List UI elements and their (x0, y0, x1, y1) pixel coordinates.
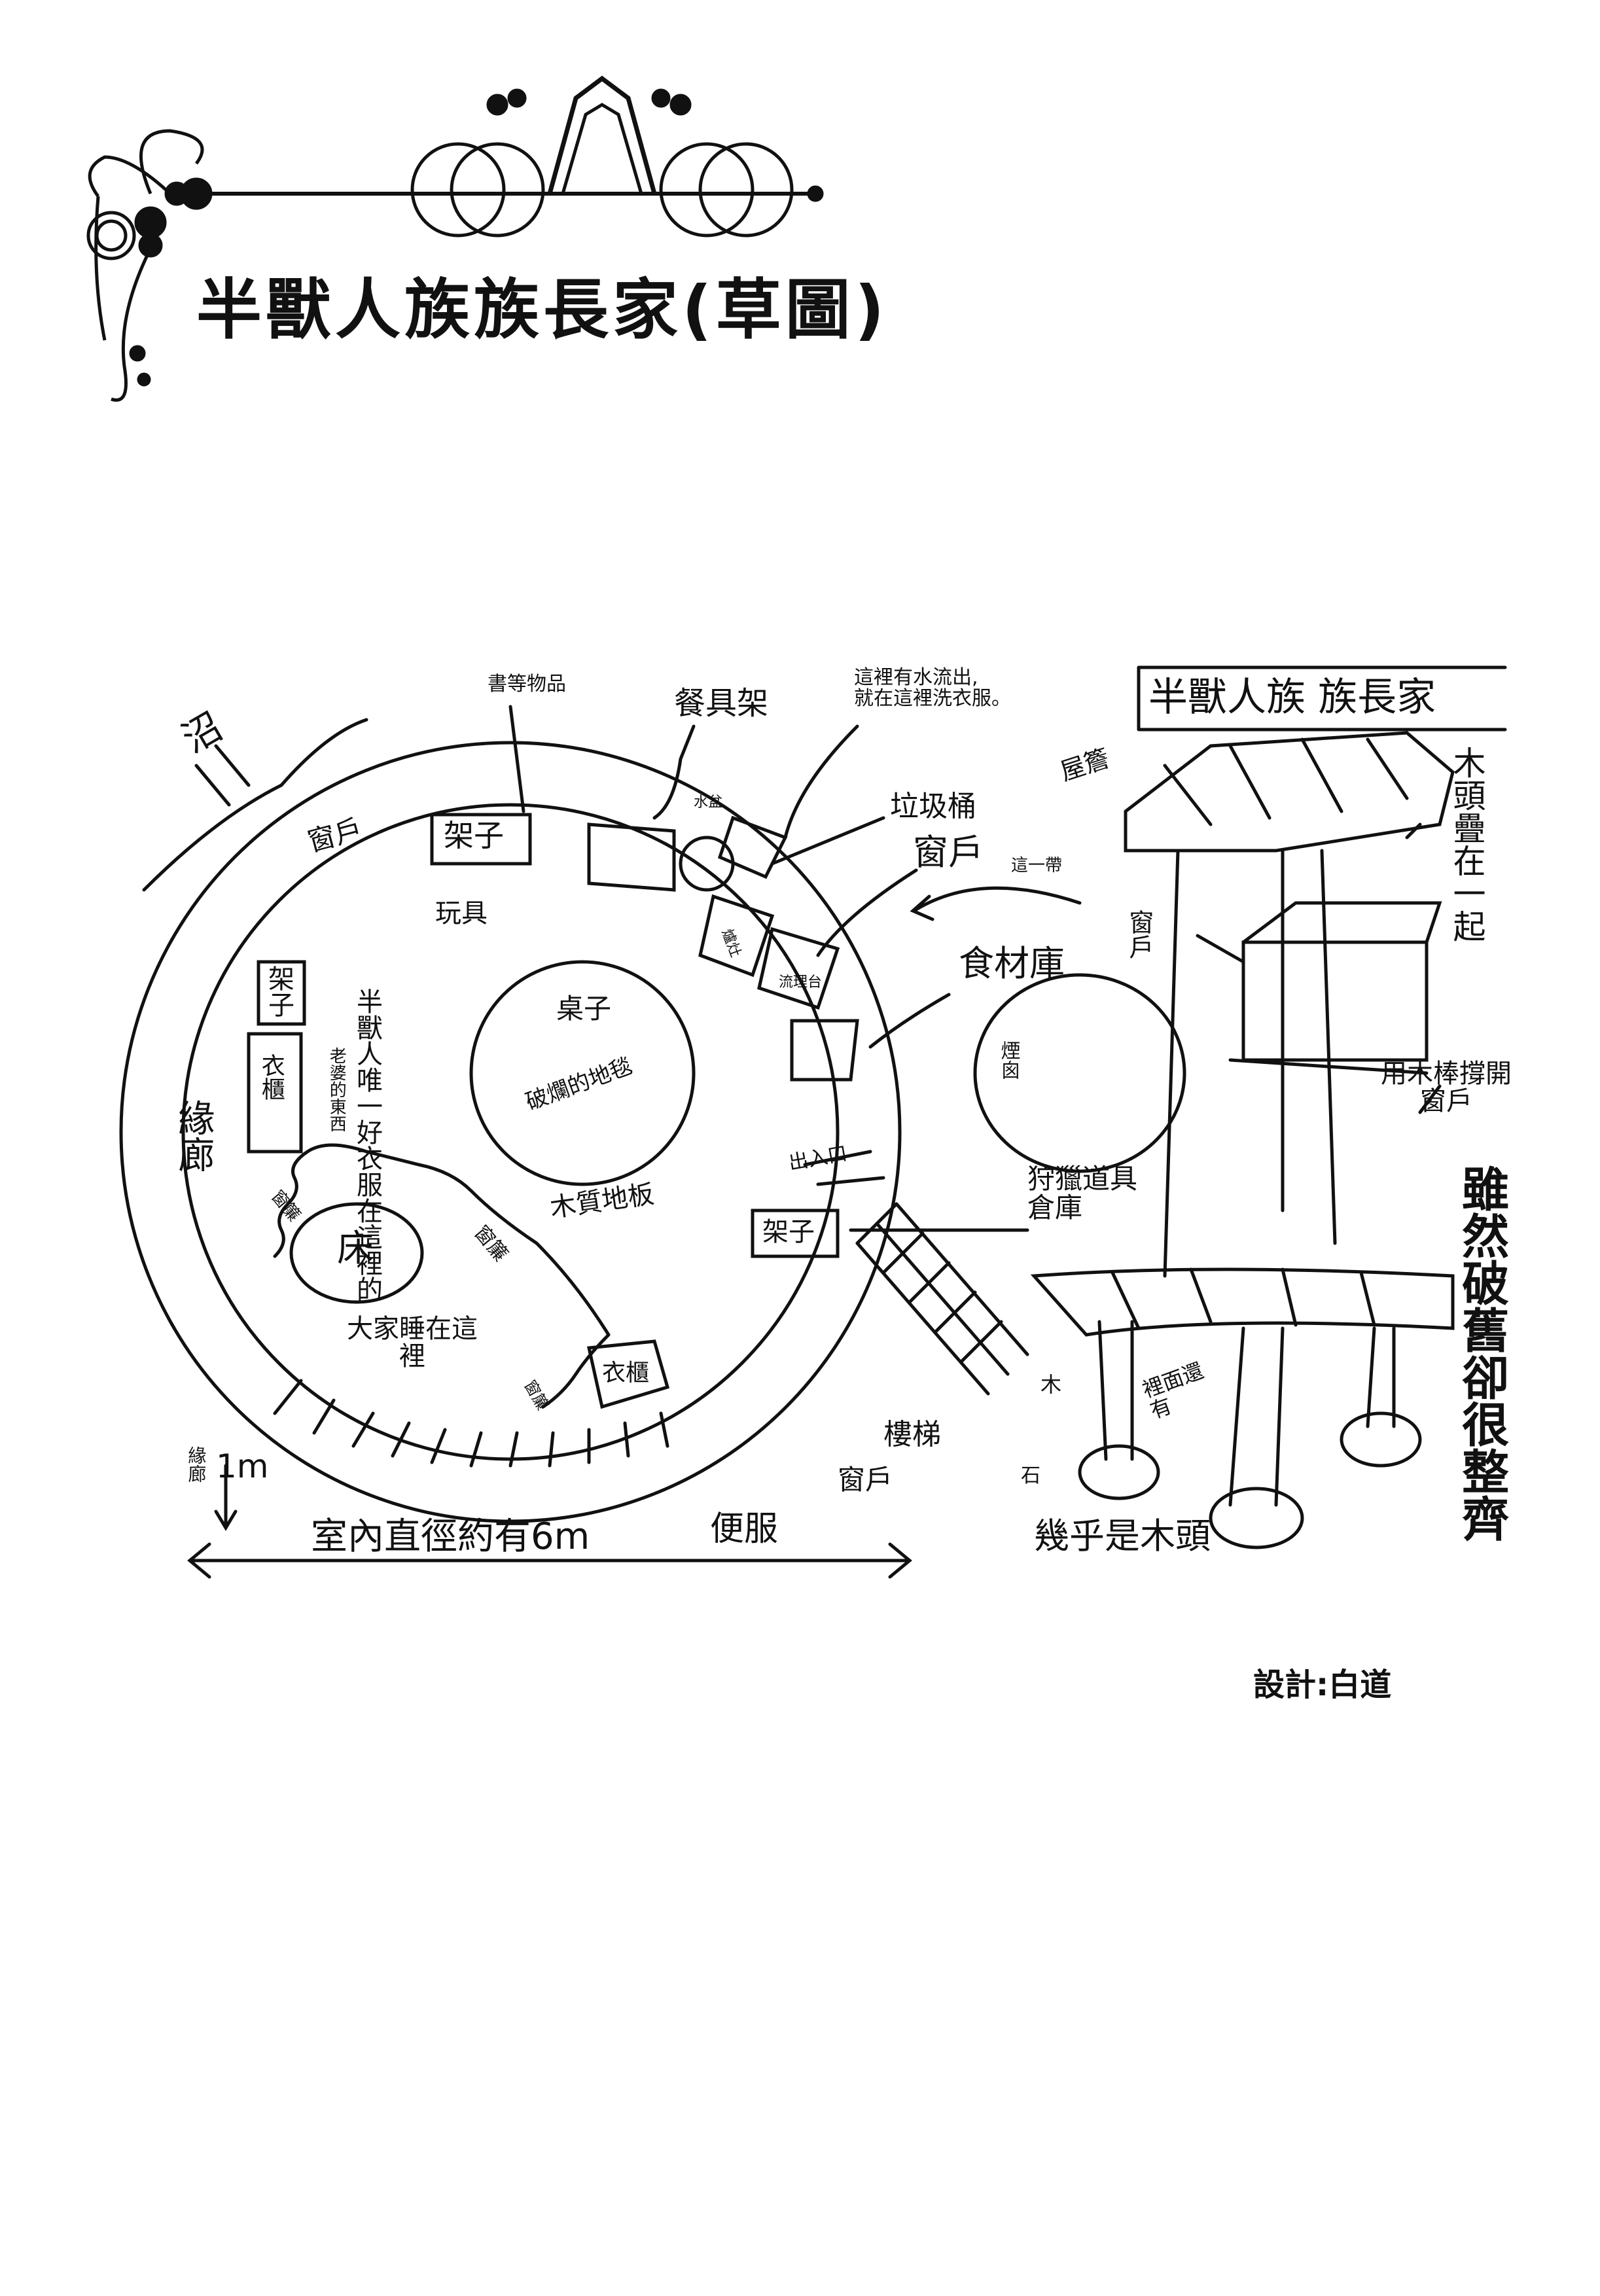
trash-can-label: 垃圾桶 (890, 790, 976, 823)
prop-window-label: 用木棒撐開窗戶 (1381, 1059, 1512, 1116)
elevation-sketch (1030, 665, 1507, 1549)
clothes-note-label: 半獸人唯一好衣服在這裡的 (352, 988, 382, 1302)
window-right-label: 窗戶 (913, 832, 984, 873)
books-label: 書等物品 (488, 673, 566, 696)
veranda-label: 緣廊 (171, 1099, 215, 1173)
shelf-left-label: 架子 (264, 965, 294, 1017)
table-label: 桌子 (556, 993, 612, 1025)
casual-clothes-label: 便服 (710, 1510, 779, 1549)
bed-label: 床 (337, 1227, 374, 1270)
floor-plan (119, 705, 1186, 1579)
chimney-label: 煙囪 (997, 1040, 1020, 1080)
shelf-bottom-label: 架子 (762, 1217, 815, 1247)
window-side-label: 窗戶 (1124, 910, 1154, 959)
veranda-width-label: 緣廊 (185, 1446, 207, 1483)
toys-label: 玩具 (435, 898, 488, 928)
wardrobe-left-label: 衣櫃 (257, 1053, 285, 1101)
water-basin-label: 水盆 (694, 794, 723, 811)
this-area-label: 這一帶 (1011, 856, 1063, 875)
sleep-here-label: 大家睡在這裡 (347, 1314, 478, 1371)
wife-stuff-label: 老婆的東西 (327, 1047, 347, 1132)
design-credit: 設計:白道 (1253, 1667, 1392, 1703)
sketch-title: 半獸人族 族長家 (1148, 675, 1436, 720)
stacked-wood-label: 木頭疊在一起 (1448, 746, 1486, 942)
dish-rack-label: 餐具架 (674, 685, 769, 722)
diameter-label: 室內直徑約有6m (311, 1515, 590, 1558)
water-note-label: 這裡有水流出, 就在這裡洗衣服。 (854, 666, 1011, 710)
wardrobe-bottom-label: 衣櫃 (602, 1360, 650, 1386)
food-storage-label: 食材庫 (959, 943, 1065, 984)
shelf-top-label: 架子 (444, 818, 504, 853)
page-title: 半獸人族族長家(草圖) (196, 272, 889, 348)
corner-ornament (86, 75, 824, 402)
stairs-label: 樓梯 (883, 1418, 941, 1451)
window-bottom-label: 窗戶 (838, 1464, 893, 1496)
hunting-storage-label: 狩獵道具倉庫 (1027, 1163, 1138, 1224)
wood-label: 木 (1040, 1372, 1062, 1397)
sink-label: 流理台 (779, 974, 823, 991)
shabby-neat-label: 雖然破舊卻很整齊 (1453, 1165, 1509, 1542)
stone-label: 石 (1021, 1464, 1040, 1487)
mostly-wood-label: 幾乎是木頭 (1034, 1515, 1211, 1557)
veranda-width-value: 1m (216, 1447, 269, 1485)
